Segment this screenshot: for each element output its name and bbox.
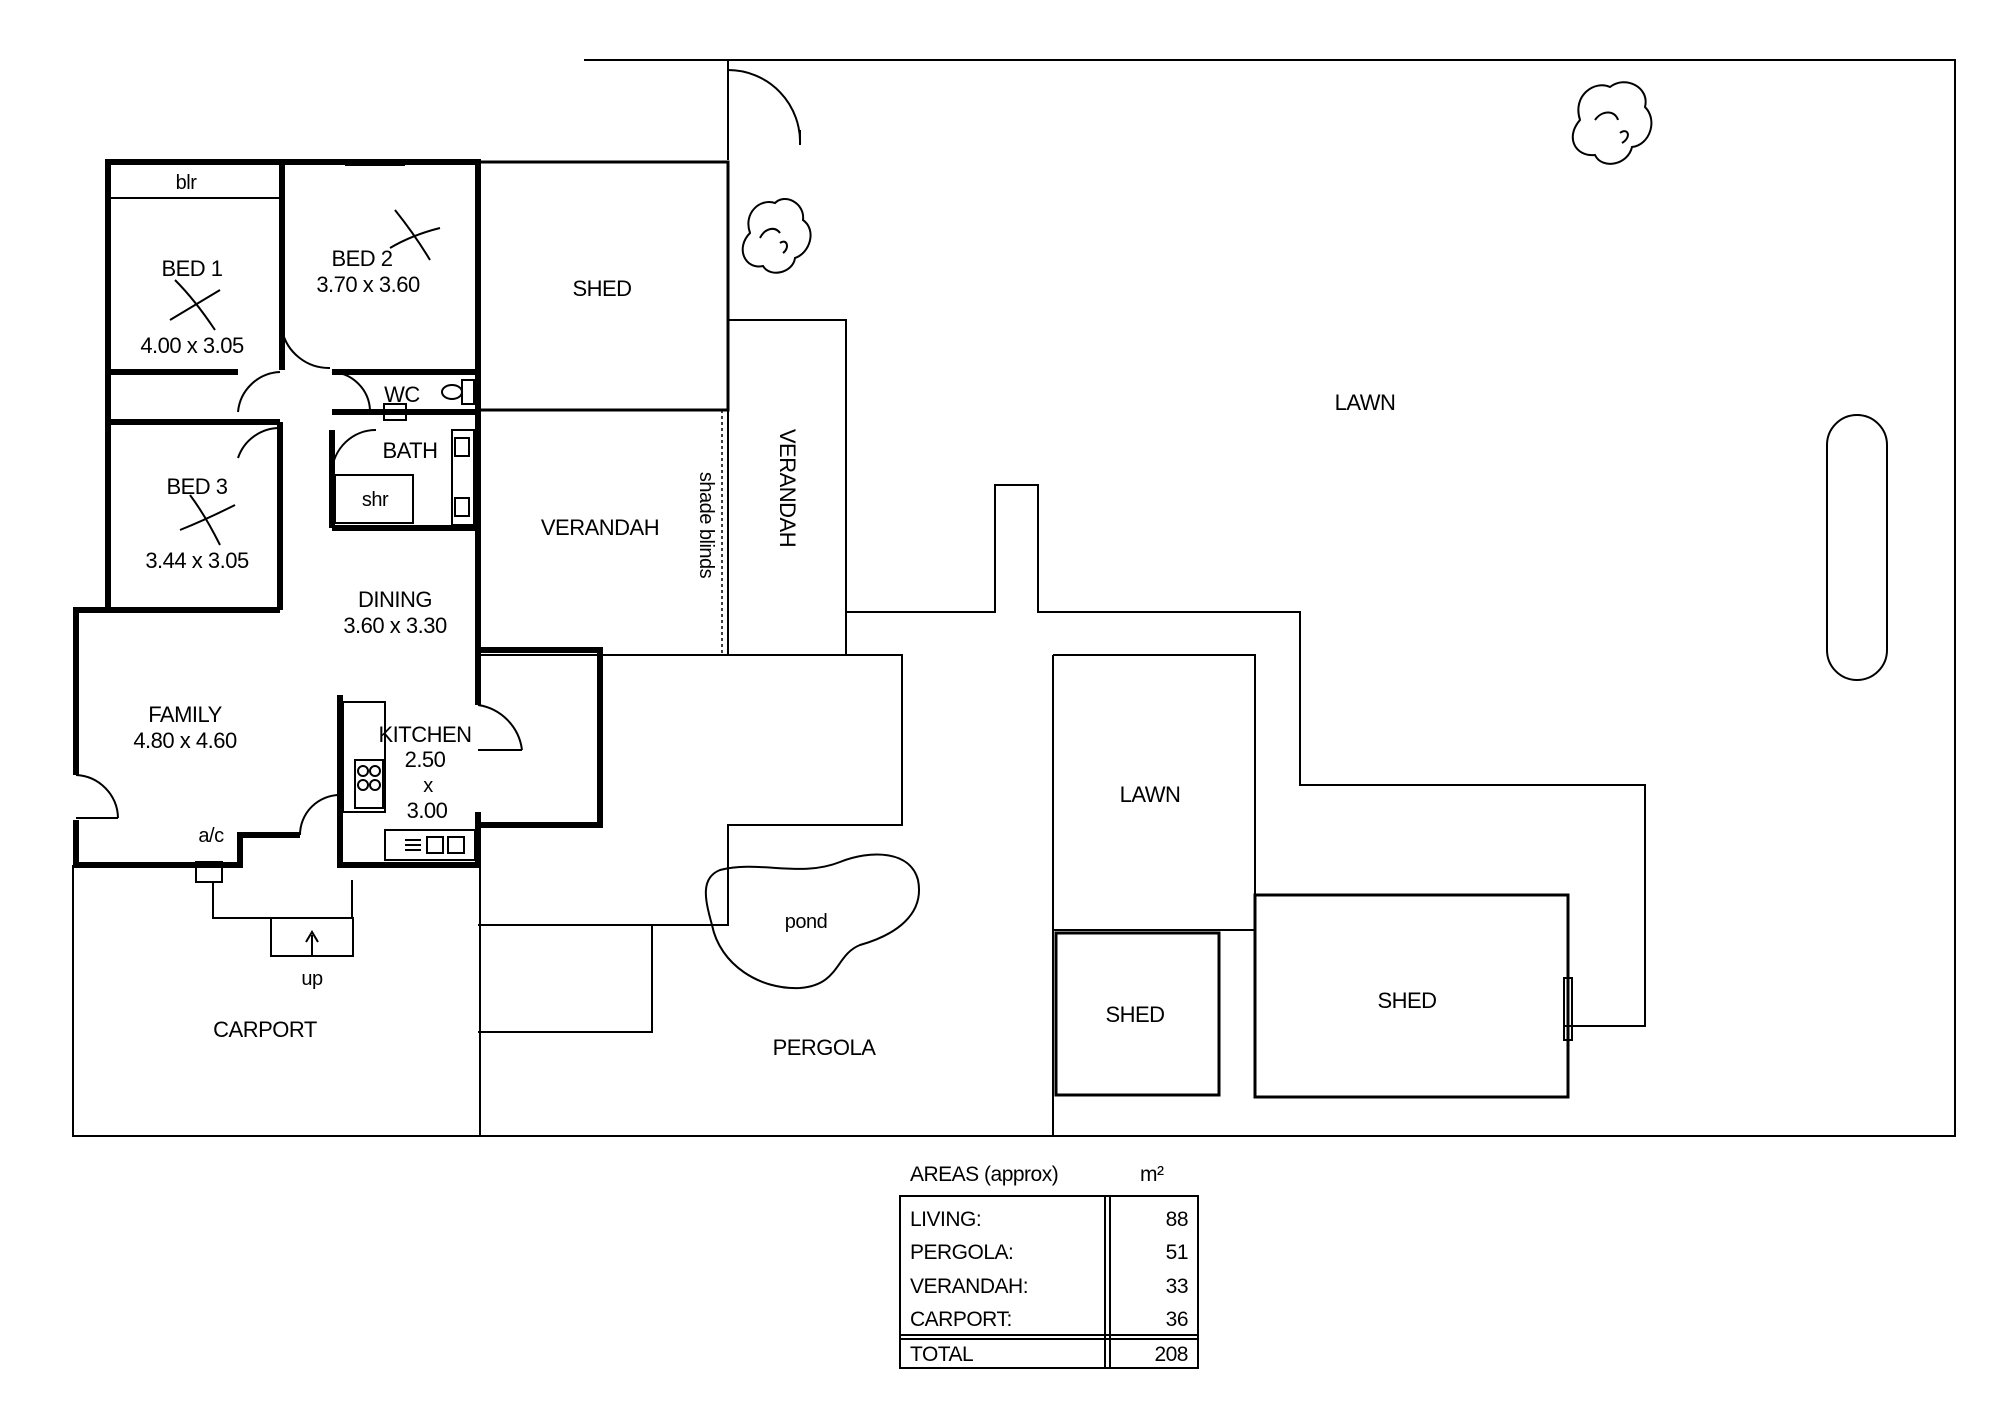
areas-total-label: TOTAL xyxy=(910,1343,973,1366)
areas-table: AREAS (approx) m² LIVING: 88 PERGOLA: 51… xyxy=(899,1163,1199,1369)
room-dims-bed3: 3.44 x 3.05 xyxy=(145,548,249,573)
ceiling-fan-icon xyxy=(179,494,236,546)
door-swings xyxy=(75,329,523,836)
areas-row-label: VERANDAH: xyxy=(910,1275,1028,1298)
room-label-wc: WC xyxy=(384,382,420,407)
room-dims-bed2: 3.70 x 3.60 xyxy=(316,272,420,297)
room-dims-kitchen-1: 2.50 xyxy=(405,747,446,772)
areas-unit: m² xyxy=(1140,1163,1164,1186)
vanity-icon xyxy=(451,429,475,526)
areas-row-label: LIVING: xyxy=(910,1208,981,1231)
room-label-carport: CARPORT xyxy=(213,1017,317,1042)
pool xyxy=(1826,414,1888,681)
room-label-bed2: BED 2 xyxy=(331,246,392,271)
areas-total-value: 208 xyxy=(1154,1343,1188,1366)
room-label-bed3: BED 3 xyxy=(166,474,227,499)
room-label-bed1: BED 1 xyxy=(161,256,222,281)
room-label-blr: blr xyxy=(176,172,198,194)
room-label-shed-large: SHED xyxy=(1377,988,1436,1013)
label-ac: a/c xyxy=(198,825,224,847)
areas-row-label: CARPORT: xyxy=(910,1308,1012,1331)
room-label-lawn-small: LAWN xyxy=(1120,782,1181,807)
areas-row-value: 36 xyxy=(1166,1308,1188,1331)
room-dims-dining: 3.60 x 3.30 xyxy=(343,613,447,638)
gate-swing xyxy=(727,68,802,146)
ac-unit xyxy=(195,861,223,883)
room-label-pergola: PERGOLA xyxy=(773,1035,877,1060)
label-up: up xyxy=(301,968,323,990)
room-label-kitchen: KITCHEN xyxy=(378,722,471,747)
toilet-icon xyxy=(441,379,475,405)
areas-row-value: 88 xyxy=(1166,1208,1188,1231)
room-dims-kitchen-3: 3.00 xyxy=(407,798,448,823)
tree-icon xyxy=(1571,81,1653,165)
room-label-bath: BATH xyxy=(382,438,437,463)
outbuildings xyxy=(476,160,1646,1099)
areas-row-value: 51 xyxy=(1166,1241,1188,1264)
areas-title: AREAS (approx) xyxy=(910,1163,1058,1186)
room-label-dining: DINING xyxy=(358,587,432,612)
room-label-verandah-vertical: VERANDAH xyxy=(775,429,800,547)
room-label-lawn-large: LAWN xyxy=(1335,390,1396,415)
kitchen-bench xyxy=(342,701,476,861)
areas-row-label: PERGOLA: xyxy=(910,1241,1013,1264)
room-label-shed-top: SHED xyxy=(572,276,631,301)
room-label-family: FAMILY xyxy=(148,702,222,727)
ceiling-fan-icon xyxy=(169,279,221,331)
label-shade-blinds: shade blinds xyxy=(695,472,717,579)
pond-shape xyxy=(704,853,921,990)
label-pond: pond xyxy=(785,911,828,933)
basin-icon xyxy=(383,403,407,421)
tree-icon xyxy=(741,198,812,274)
room-dims-kitchen-2: x xyxy=(423,775,433,797)
room-label-shed-small: SHED xyxy=(1105,1002,1164,1027)
ceiling-fan-icon xyxy=(389,209,441,261)
room-label-verandah: VERANDAH xyxy=(541,515,659,540)
site-boundary xyxy=(72,59,1956,1137)
room-dims-bed1: 4.00 x 3.05 xyxy=(140,333,244,358)
shower-icon xyxy=(334,474,414,524)
room-dims-family: 4.80 x 4.60 xyxy=(133,728,237,753)
areas-row-value: 33 xyxy=(1166,1275,1188,1298)
room-label-shr: shr xyxy=(362,489,389,511)
windows xyxy=(109,163,599,867)
